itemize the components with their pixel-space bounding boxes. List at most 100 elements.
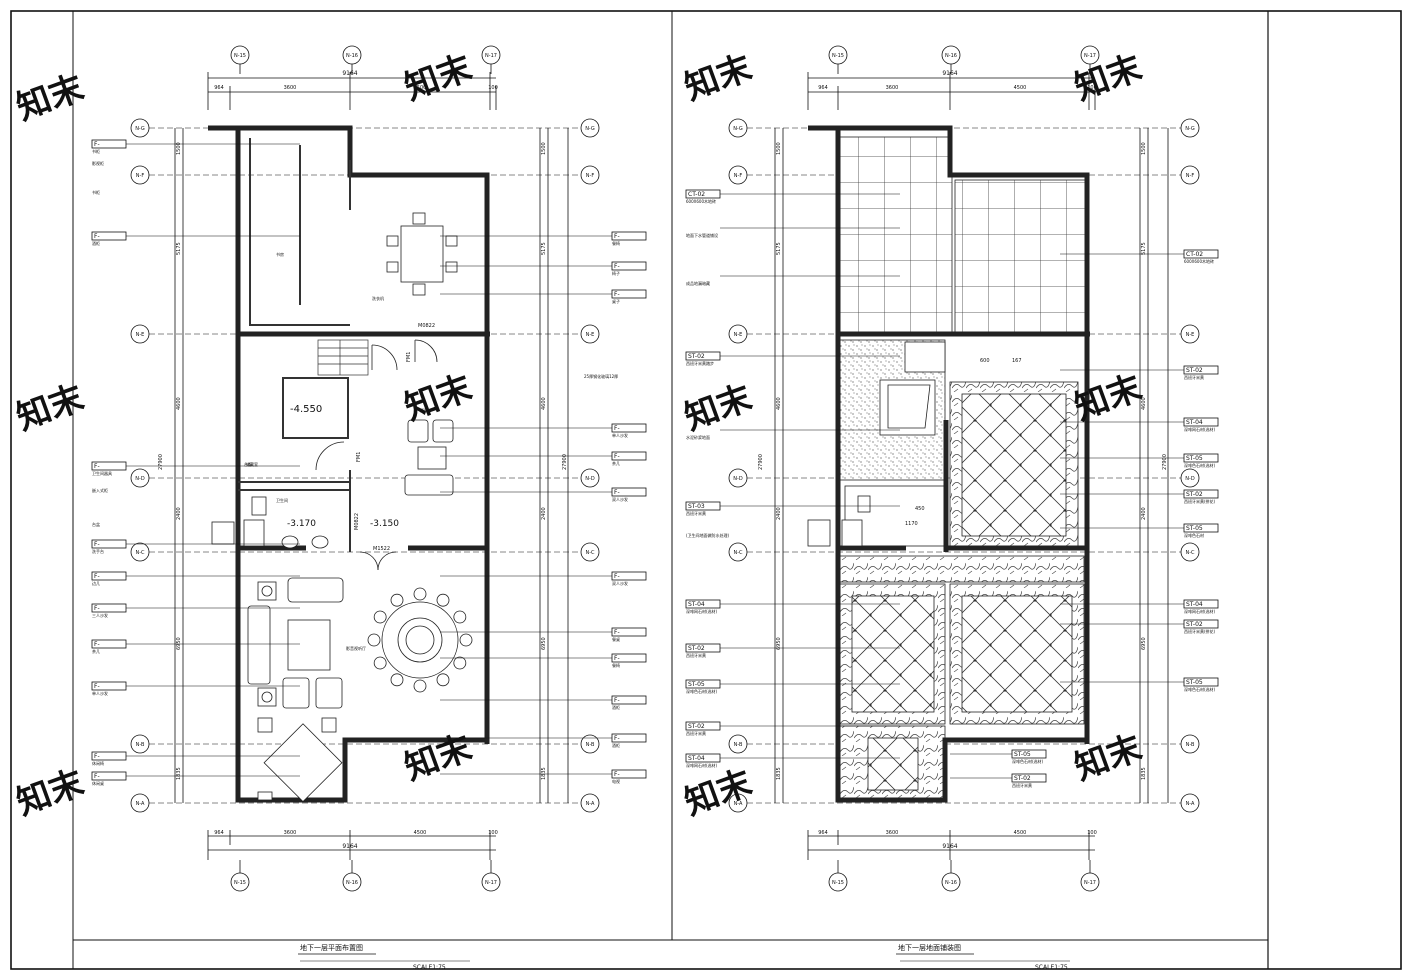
right-tag-l-code: CT-02 [688,191,705,198]
left-tag-r-1: F-椅子 [440,261,647,276]
round-chair [390,673,404,687]
left-door-2: FM1 [406,352,412,362]
left-tag-l-text: 休闲桌 [92,780,104,786]
left-side-dim-4: 2400 [176,507,182,520]
right-side-dim-6: 1835 [776,767,782,780]
right-dim-3: 4500 [1014,85,1027,91]
right-tag-l-text: 成品地漏暗藏 [686,280,710,286]
right-dim-4: 100 [1087,85,1097,91]
right-tag-r-code: ST-05 [1186,525,1203,532]
right-side-total-r: 27900 [1162,454,1168,470]
left-tag-r-text: 单人沙发 [612,432,628,438]
left-side-dim-r5: 6950 [541,637,547,650]
right-axis-n15: N-15 [832,53,844,59]
right-side-dim-r3: 4600 [1141,397,1147,410]
round-chair [459,633,473,647]
left-tag-r-text: 酒柜 [612,704,620,710]
left-tag-r-7: F-餐桌 [440,627,647,642]
left-note-2: 书柜 [92,189,100,195]
title-block: 地下一层平面布置图 SCALE1:75 地下一层地面铺装图 SCALE1:75 [298,943,1070,971]
left-top-dimensions [207,72,497,860]
left-tag-r-text: 双人沙发 [612,496,628,502]
left-tag-l-code: F- [94,773,100,780]
watermark-3: 知末 [11,763,89,824]
left-axis-n15-b: N-15 [234,880,246,886]
left-side-dim-r2: 5175 [541,242,547,255]
right-axis-n17-b: N-17 [1084,880,1096,886]
left-axis-n15: N-15 [234,53,246,59]
watermark-9: 知末 [679,763,757,824]
right-left-subnote: (卫生间地面做防水处理) [686,532,730,538]
round-chair [436,593,450,607]
watermark-7: 知末 [679,48,757,109]
left-tag-r-9: F-酒柜 [440,695,647,710]
left-tag-r-code: F- [614,771,620,778]
left-sheet-title: 地下一层平面布置图 [300,943,363,952]
right-axis-n16: N-16 [945,53,957,59]
round-chair [453,610,467,624]
left-tag-l-text: 酒柜 [92,240,100,246]
right-tag-l-4: 水泥砂浆地面 [686,429,900,440]
right-tag-l-code: ST-02 [688,645,705,652]
left-dim-btotal: 9164 [342,843,357,850]
round-chair [373,610,387,624]
right-tag-r-code: ST-02 [1186,491,1203,498]
left-side-dim-1: 1500 [176,142,182,155]
right-side-dim-2: 5175 [776,242,782,255]
right-row-d-r: N-D [1185,476,1195,482]
left-tag-r-text: 餐椅 [612,662,620,668]
left-dim-b4: 100 [488,830,498,836]
left-note-1: 影视柜 [92,160,104,166]
right-tag-l-code: ST-02 [688,353,705,360]
left-tag-l-7: F-单人沙发 [91,681,300,696]
right-dimensions [774,72,1169,860]
right-tag-l-text: 深啡色石材(选材) [686,688,718,694]
right-axis-n15-b: N-15 [832,880,844,886]
left-tag-l-code: F- [94,573,100,580]
right-tag-b-code: ST-02 [1014,775,1031,782]
left-room-5: 酒窖 [420,407,428,413]
right-axis-n17: N-17 [1084,53,1096,59]
left-tag-r-text: 酒柜 [612,742,620,748]
left-side-dim-6: 1835 [176,767,182,780]
right-fixtures [807,384,931,547]
right-sheet-title: 地下一层地面铺装图 [898,943,961,952]
left-axis-n16: N-16 [346,53,358,59]
right-side-dim-3: 4600 [776,397,782,410]
left-note-3: 嵌入式柜 [92,487,108,493]
left-tag-r-text: 双人沙发 [612,580,628,586]
left-col-axes [230,45,501,892]
left-round-table [381,601,459,679]
left-row-g: N-G [135,126,145,132]
left-row-f-r: N-F [586,173,595,179]
left-tag-l-code: F- [94,233,100,240]
left-row-axes [130,118,600,813]
right-row-f-r: N-F [1186,173,1195,179]
watermark-1: 知末 [11,68,89,129]
left-tag-r-code: F- [614,735,620,742]
right-level-2: 167 [1012,358,1022,364]
left-room-2: 储藏室 [246,461,258,467]
right-tag-r-text: 深啡色石材(选材) [1184,686,1216,692]
left-row-a-r: N-A [586,801,595,807]
left-axis-n17-b: N-17 [485,880,497,886]
left-tag-r-5: F-双人沙发 [440,487,647,502]
left-side-total-r: 27900 [562,454,568,470]
left-dim-2: 3600 [284,85,297,91]
watermark-6: 知末 [399,728,477,789]
left-tag-r-10: F-酒柜 [440,733,647,748]
right-side-dim-1: 1500 [776,142,782,155]
right-floor-plan: 9164 964 3600 4500 100 964 3600 4500 100… [685,45,1219,892]
left-tag-l-code: F- [94,683,100,690]
left-tag-r-2: F-桌子 [440,289,647,304]
left-tag-r-4: F-茶几 [440,451,647,466]
left-tag-r-code: F- [614,453,620,460]
left-tag-l-text: 书柜 [92,148,100,154]
